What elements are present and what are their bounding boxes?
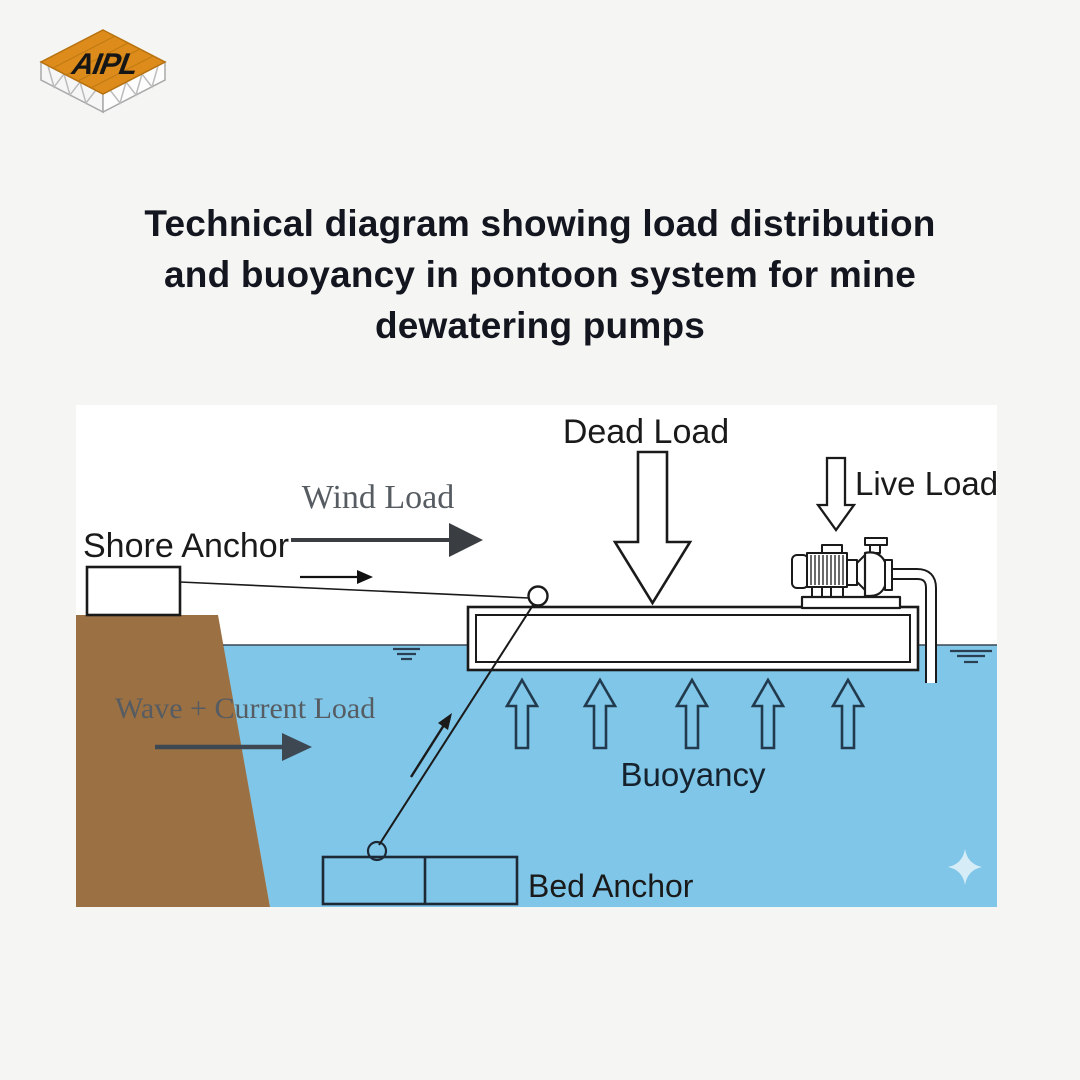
buoyancy-arrows-icon: [504, 677, 866, 750]
sparkle-icon: [948, 849, 982, 885]
shore-anchor-block-icon: [85, 565, 182, 617]
anchor-shackle-icon: [366, 840, 388, 862]
title-line: Technical diagram showing load distribut…: [144, 203, 936, 244]
wind-load-arrow-icon: [291, 523, 483, 557]
anchor-cable: [179, 581, 530, 599]
page-title: Technical diagram showing load distribut…: [0, 198, 1080, 351]
pontoon-diagram: Dead Load Live Load Wind Load Shore Anch…: [76, 405, 997, 907]
live-load-arrow-icon: [815, 456, 857, 532]
water-level-icon: [393, 647, 420, 661]
bed-anchor-icon: [321, 855, 519, 906]
live-load-label: Live Load: [855, 465, 997, 502]
chain-tension-arrow-icon: [409, 713, 452, 778]
wind-load-label: Wind Load: [302, 479, 455, 516]
mooring-chain: [378, 601, 536, 846]
title-line: dewatering pumps: [374, 305, 706, 346]
water-level-icon: [950, 649, 992, 664]
aipl-logo: AIPL: [39, 29, 167, 114]
pontoon-icon: [466, 605, 920, 672]
dead-load-arrow-icon: [612, 450, 693, 606]
wave-current-load-label: Wave + Current Load: [115, 692, 375, 725]
shore-bank: [76, 615, 270, 907]
logo-platform-icon: [39, 29, 167, 114]
mooring-ring-icon: [527, 585, 549, 607]
shore-anchor-label: Shore Anchor: [83, 527, 289, 565]
bed-anchor-label: Bed Anchor: [528, 868, 694, 904]
logo-text: AIPL: [69, 48, 140, 81]
dead-load-label: Dead Load: [563, 413, 729, 451]
discharge-pipe-icon: [892, 568, 937, 683]
pump-icon: [791, 537, 902, 610]
cable-tension-arrow-icon: [300, 570, 373, 584]
water-area: [223, 645, 997, 907]
wave-current-arrow-icon: [155, 733, 312, 761]
buoyancy-label: Buoyancy: [621, 756, 766, 793]
title-line: and buoyancy in pontoon system for mine: [164, 254, 916, 295]
